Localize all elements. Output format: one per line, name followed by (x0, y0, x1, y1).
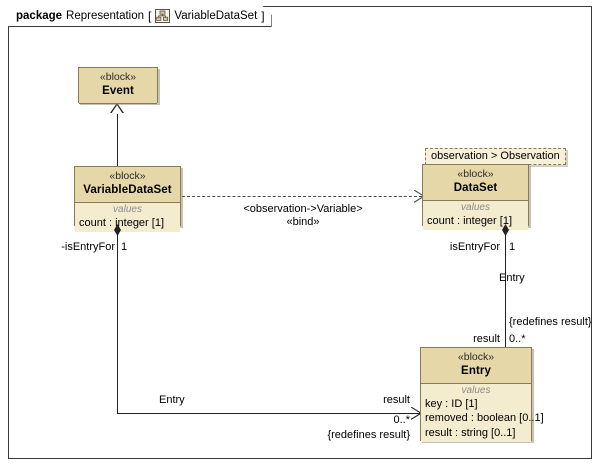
block-dataset-name: DataSet (453, 182, 498, 195)
frame-close-bracket: ] (261, 9, 265, 23)
label-right-end-multiplicity: 1 (509, 241, 516, 253)
note-observation-tag[interactable]: observation > Observation (425, 148, 566, 165)
note-observation-tag-text: observation > Observation (431, 150, 560, 162)
block-dataset-values-compartment: values count : integer [1] (423, 200, 528, 231)
block-variabledataset-values-compartment: values count : integer [1] (75, 202, 180, 233)
block-dataset-header: «block» DataSet (423, 165, 528, 201)
block-variabledataset-stereotype: «block» (109, 170, 146, 182)
block-entry[interactable]: «block» Entry values key : ID [1] remove… (420, 347, 544, 443)
block-variabledataset-name: VariableDataSet (83, 184, 172, 197)
block-entry-header: «block» Entry (421, 348, 531, 384)
label-right-end-role: isEntryFor (449, 241, 500, 253)
bind-stereotype-label: «bind» (286, 216, 320, 228)
label-left-end-multiplicity: 1 (121, 241, 128, 253)
block-event-stereotype: «block» (99, 71, 137, 83)
block-variabledataset[interactable]: «block» VariableDataSet values count : i… (74, 166, 181, 233)
block-variabledataset-header: «block» VariableDataSet (75, 167, 180, 203)
block-event[interactable]: «block» Event (78, 67, 158, 104)
composition-diamond-right (502, 224, 509, 236)
composition-right-vertical (505, 234, 506, 347)
generalization-line-event (117, 113, 118, 166)
block-event-name: Event (102, 85, 134, 98)
block-event-header: «block» Event (79, 68, 157, 104)
label-left-far-multiplicity: 0..* (393, 414, 410, 426)
block-entry-name: Entry (461, 365, 491, 378)
property-count: count : integer [1] (427, 214, 512, 227)
label-right-far-multiplicity: 0..* (509, 333, 526, 345)
property-count: count : integer [1] (79, 216, 164, 229)
bdd-diagram-icon (155, 9, 170, 23)
compartment-title-values: values (461, 384, 491, 396)
label-left-far-role: Entry (159, 394, 185, 406)
bind-binding-label: <observation->Variable> (243, 203, 363, 215)
property-removed: removed : boolean [0..1] (425, 412, 544, 425)
bind-dependency-line (182, 196, 422, 197)
label-right-far-property: result (473, 333, 500, 345)
property-key: key : ID [1] (425, 397, 478, 410)
block-entry-values-compartment: values key : ID [1] removed : boolean [0… (421, 383, 544, 443)
frame-diagram-name: VariableDataSet (174, 10, 258, 22)
compartment-title-values: values (113, 203, 142, 215)
diagram-frame-header[interactable]: package Representation [ VariableDataSet… (8, 6, 272, 27)
label-left-far-constraint: {redefines result} (327, 429, 410, 441)
label-right-far-constraint: {redefines result} (509, 316, 592, 328)
frame-package-name: Representation (66, 10, 145, 22)
property-result: result : string [0..1] (425, 426, 516, 439)
block-dataset[interactable]: «block» DataSet values count : integer [… (422, 164, 529, 231)
composition-left-vertical (117, 234, 118, 413)
composition-diamond-left (114, 224, 121, 236)
composition-left-horizontal (117, 413, 421, 414)
label-right-far-role: Entry (499, 272, 525, 284)
block-dataset-stereotype: «block» (457, 168, 494, 180)
frame-open-bracket: [ (148, 9, 152, 23)
block-entry-stereotype: «block» (457, 351, 495, 363)
label-left-end-role: -isEntryFor (61, 241, 115, 253)
frame-keyword: package (16, 10, 63, 22)
compartment-title-values: values (461, 201, 490, 213)
label-left-far-property: result (383, 394, 410, 406)
generalization-arrowhead-inner (111, 105, 123, 114)
